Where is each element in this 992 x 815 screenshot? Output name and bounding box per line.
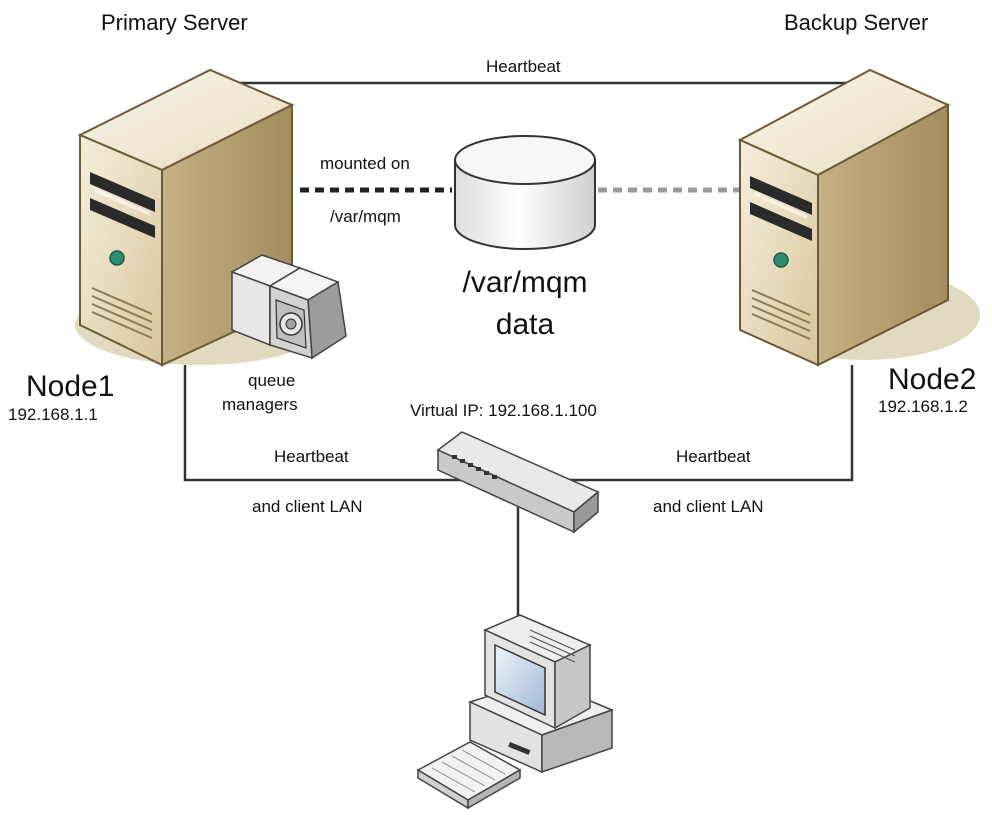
- queue-managers-label-line1: queue: [248, 371, 296, 390]
- storage-label-path: /var/mqm: [462, 266, 588, 299]
- mount-label-line1: mounted on: [320, 154, 410, 173]
- queue-managers-label-line2: managers: [222, 395, 298, 414]
- storage-label-data: data: [495, 308, 555, 341]
- primary-server-title: Primary Server: [101, 10, 248, 35]
- lan-left-label-line2: and client LAN: [252, 497, 363, 516]
- node1-label: Node1: [26, 370, 115, 403]
- storage-cylinder-icon: [454, 135, 596, 250]
- lan-right-label-line2: and client LAN: [653, 497, 764, 516]
- virtual-ip-label: Virtual IP: 192.168.1.100: [410, 401, 597, 420]
- queue-managers-icon: [230, 254, 347, 360]
- lan-right-label-line1: Heartbeat: [676, 447, 751, 466]
- node2-label: Node2: [888, 363, 977, 396]
- node2-ip: 192.168.1.2: [878, 397, 968, 416]
- backup-server-title: Backup Server: [784, 10, 929, 35]
- heartbeat-top-label: Heartbeat: [486, 57, 561, 76]
- client-workstation-icon: [416, 614, 615, 810]
- network-switch-icon: [436, 431, 600, 534]
- mount-label-line2: /var/mqm: [330, 207, 401, 226]
- backup-server-icon: [737, 68, 980, 367]
- node1-ip: 192.168.1.1: [8, 405, 98, 424]
- lan-left-label-line1: Heartbeat: [274, 447, 349, 466]
